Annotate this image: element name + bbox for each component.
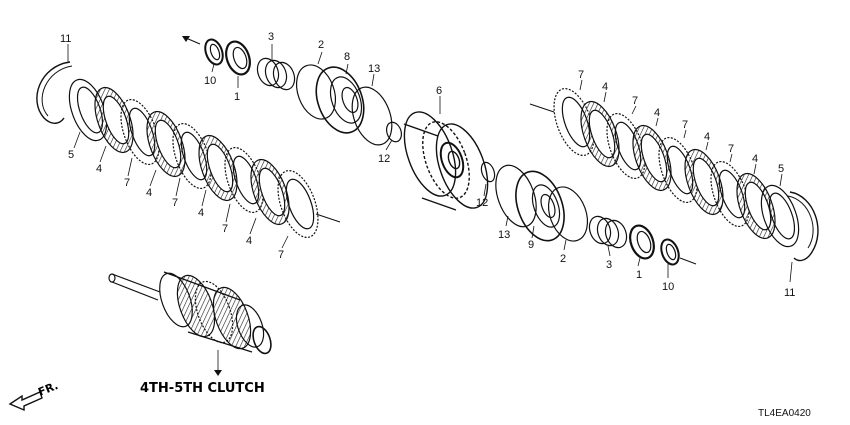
clutch-drum-6 bbox=[403, 111, 489, 211]
callout-11-left: 11 bbox=[60, 33, 71, 45]
callout-4: 4 bbox=[654, 107, 660, 119]
assembly-title: 4TH-5TH CLUTCH bbox=[140, 381, 265, 396]
callout-4: 4 bbox=[752, 153, 758, 165]
callout-2-bottom: 2 bbox=[560, 253, 566, 265]
callout-8: 8 bbox=[344, 51, 350, 63]
callout-5-left: 5 bbox=[68, 149, 74, 161]
o-ring-12-bottom bbox=[480, 161, 496, 183]
snap-ring-11-right bbox=[789, 191, 819, 262]
callout-4: 4 bbox=[602, 81, 608, 93]
callout-7: 7 bbox=[578, 69, 584, 81]
clutch-plates-right bbox=[553, 88, 776, 240]
callout-1-bottom: 1 bbox=[636, 269, 642, 281]
seal-10-top bbox=[204, 38, 224, 66]
bearing-1-bottom bbox=[629, 224, 655, 260]
callout-12-bottom: 12 bbox=[476, 197, 488, 209]
callout-2-top: 2 bbox=[318, 39, 324, 51]
callout-1-top: 1 bbox=[234, 91, 240, 103]
callout-13-top: 13 bbox=[368, 63, 380, 75]
callout-7: 7 bbox=[222, 223, 228, 235]
callout-7: 7 bbox=[728, 143, 734, 155]
callout-7: 7 bbox=[632, 95, 638, 107]
callout-7: 7 bbox=[124, 177, 130, 189]
callout-10-top: 10 bbox=[204, 75, 216, 87]
o-ring-13-top bbox=[351, 86, 393, 146]
callout-7: 7 bbox=[172, 197, 178, 209]
callout-10-bottom: 10 bbox=[662, 281, 674, 293]
left-clutch-pack bbox=[36, 61, 341, 238]
callout-4: 4 bbox=[146, 187, 152, 199]
piston-9 bbox=[515, 170, 565, 242]
spring-3-bottom bbox=[588, 215, 628, 249]
callout-4: 4 bbox=[704, 131, 710, 143]
front-direction-label: FR. bbox=[36, 379, 60, 399]
callout-9: 9 bbox=[528, 239, 534, 251]
callout-11-right: 11 bbox=[784, 287, 795, 299]
callout-13-bottom: 13 bbox=[498, 229, 510, 241]
assembly-pointer-arrow bbox=[214, 370, 222, 376]
snap-ring-11-left bbox=[36, 61, 71, 124]
spring-3-top bbox=[256, 57, 296, 91]
clutch-plates-left bbox=[94, 86, 319, 238]
o-ring-13-bottom bbox=[495, 164, 537, 228]
top-small-parts bbox=[182, 36, 403, 146]
drawing-code: TL4EA0420 bbox=[758, 408, 811, 419]
callout-4: 4 bbox=[96, 163, 102, 175]
piston-8 bbox=[315, 66, 365, 134]
end-plate-5-right bbox=[760, 184, 800, 248]
front-direction-arrow-icon bbox=[8, 391, 43, 412]
right-clutch-pack bbox=[529, 88, 819, 262]
callout-7: 7 bbox=[682, 119, 688, 131]
o-ring-12-top bbox=[385, 121, 403, 143]
callout-6: 6 bbox=[436, 85, 442, 97]
clutch-assembly-illustration bbox=[108, 271, 272, 355]
snap-ring-2-bottom bbox=[547, 186, 589, 242]
bearing-1-top bbox=[225, 40, 251, 76]
callout-5-right: 5 bbox=[778, 163, 784, 175]
callout-4: 4 bbox=[198, 207, 204, 219]
callout-3-bottom: 3 bbox=[606, 259, 612, 271]
callout-7: 7 bbox=[278, 249, 284, 261]
callout-12-top: 12 bbox=[378, 153, 390, 165]
seal-10-bottom bbox=[660, 238, 680, 266]
callout-3-top: 3 bbox=[268, 31, 274, 43]
bottom-small-parts bbox=[480, 161, 697, 266]
left-callouts bbox=[67, 44, 289, 249]
callout-4: 4 bbox=[246, 235, 252, 247]
